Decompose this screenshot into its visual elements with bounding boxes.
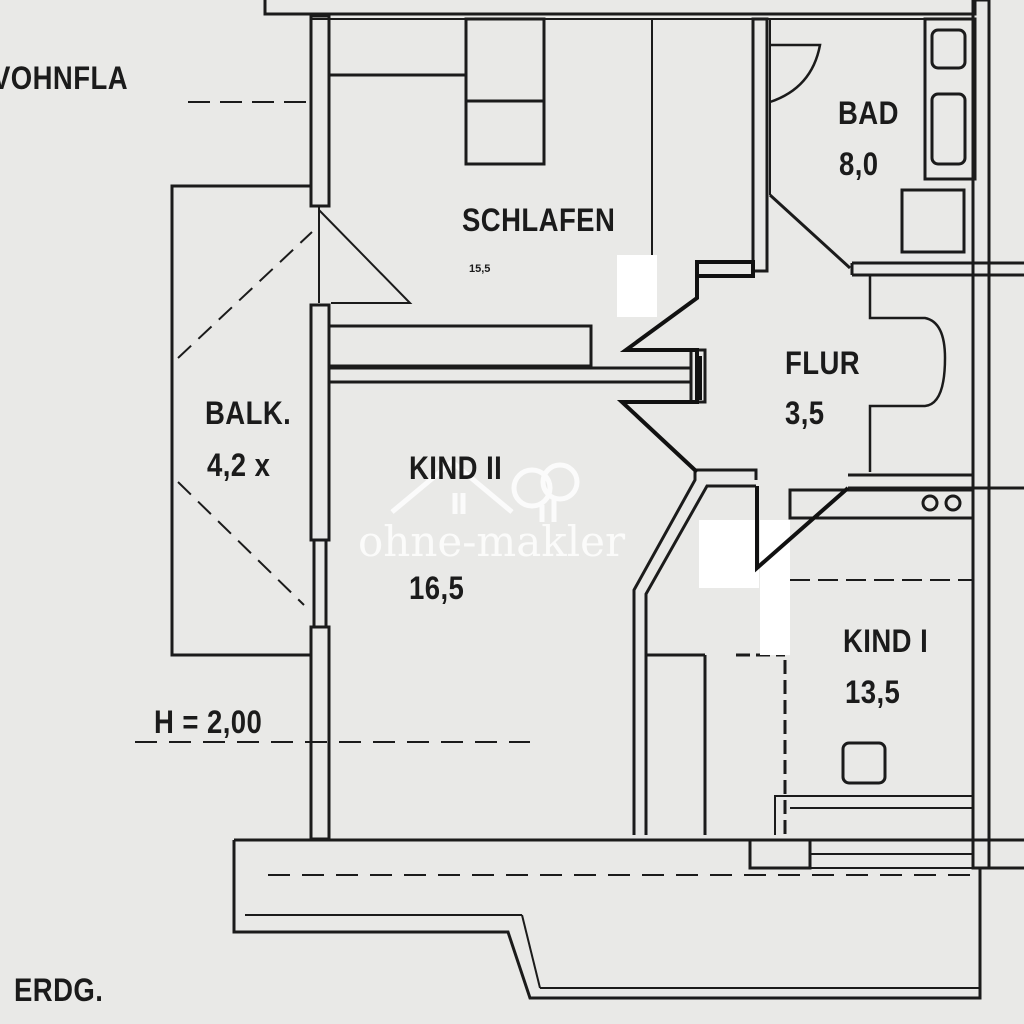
room-area-kind1: 13,5 (845, 674, 901, 710)
bad-fixture-column (923, 17, 977, 181)
left-wall-mid (309, 303, 331, 542)
stove-burner-1 (921, 494, 939, 512)
left-wall-lower (309, 625, 331, 841)
room-area-schlafen: 15,5 (469, 263, 491, 275)
flur-upper-wall (768, 193, 852, 270)
room-name-kind2: KIND II (409, 450, 503, 486)
room-area-kind2: 16,5 (409, 570, 465, 606)
wardrobe (464, 17, 546, 166)
room-name-schlafen: SCHLAFEN (462, 202, 616, 238)
header-fragment: VOHNFLA (0, 60, 129, 96)
balcony-diag-1 (177, 231, 313, 359)
watermark-logo-icon (390, 458, 580, 522)
kind1-sink (841, 741, 887, 785)
room-name-flur: FLUR (785, 345, 861, 381)
room-name-balkon: BALK. (205, 395, 292, 431)
flur-niche (868, 275, 947, 472)
room-name-bad: BAD (838, 95, 899, 131)
left-wall-upper (309, 14, 331, 208)
room-area-bad: 8,0 (839, 146, 879, 182)
balcony-outline (170, 184, 311, 657)
bathtub (930, 92, 967, 166)
kind2-right-wall (632, 468, 758, 835)
bad-door-arc (769, 43, 822, 104)
wc (930, 28, 967, 70)
top-wall (263, 0, 977, 16)
wall-schlafen-kind2 (327, 324, 593, 368)
shower-tray (900, 188, 966, 254)
room-name-kind1: KIND I (843, 623, 929, 659)
height-note: H = 2,00 (154, 704, 263, 740)
flur-outline-lower (755, 486, 850, 573)
room-area-balkon: 4,2 x (207, 447, 271, 483)
left-wall-window (312, 538, 328, 629)
room-area-flur: 3,5 (785, 395, 825, 431)
watermark-text: ohne-makler (358, 517, 626, 566)
floor-label: ERDG. (14, 972, 104, 1008)
stove-burner-2 (944, 494, 962, 512)
bad-wall-left (751, 17, 769, 273)
schlafen-door-arc (318, 209, 413, 304)
balcony-diag-2 (177, 481, 305, 606)
